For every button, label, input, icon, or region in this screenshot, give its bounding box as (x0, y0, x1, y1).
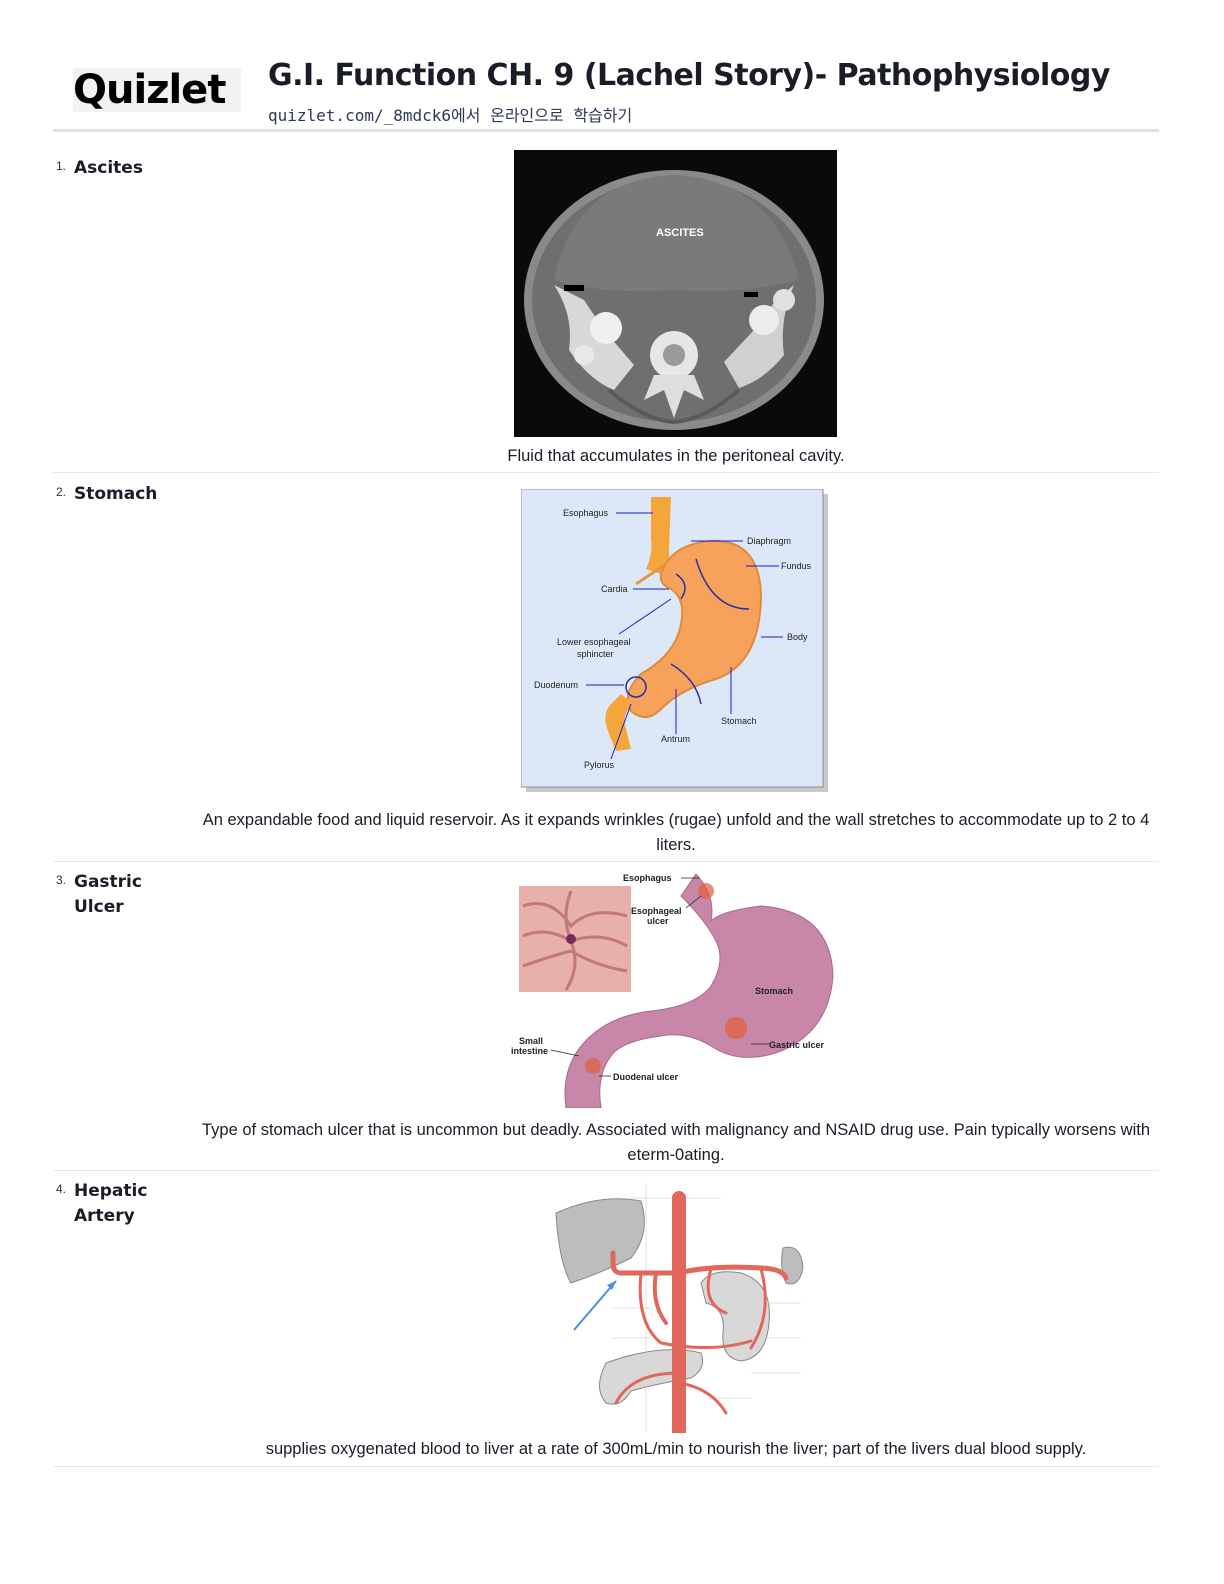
flashcard-stomach: 2. Stomach (53, 474, 1159, 862)
set-url-link[interactable]: quizlet.com/_8mdck6에서 온라인으로 학습하기 (268, 106, 633, 125)
card-number: 4. (56, 1182, 67, 1196)
stomach-anatomy-diagram: Esophagus Diaphragm Fundus Cardia Lower … (520, 488, 831, 795)
label-les-line2: sphincter (577, 649, 614, 659)
label-pylorus: Pylorus (584, 760, 615, 770)
label-stomach: Stomach (755, 986, 793, 996)
page-header: Quizlet G.I. Function CH. 9 (Lachel Stor… (0, 0, 1224, 140)
card-term: Ascites (74, 158, 143, 178)
label-esophageal-ulcer-line1: Esophageal (631, 906, 682, 916)
gastric-ulcer-illustration: Esophagus Esophageal ulcer Stomach Gastr… (511, 866, 841, 1109)
label-duodenum: Duodenum (534, 680, 578, 690)
label-esophagus: Esophagus (623, 873, 672, 883)
card-term: Hepatic Artery (74, 1181, 148, 1226)
label-antrum: Antrum (661, 734, 690, 744)
card-number: 2. (56, 485, 67, 499)
ascites-ct-image: ASCITES (514, 150, 837, 437)
card-definition: supplies oxygenated blood to liver at a … (265, 1440, 1087, 1458)
label-les-line1: Lower esophageal (557, 637, 631, 647)
label-esophageal-ulcer-line2: ulcer (647, 916, 669, 926)
card-term: Stomach (74, 484, 158, 504)
card-definition: Type of stomach ulcer that is uncommon b… (202, 1121, 1150, 1164)
label-esophagus: Esophagus (563, 508, 609, 518)
label-gastric-ulcer: Gastric ulcer (769, 1040, 825, 1050)
label-small-intestine-line2: intestine (511, 1046, 548, 1056)
label-stomach: Stomach (721, 716, 757, 726)
label-duodenal-ulcer: Duodenal ulcer (613, 1072, 679, 1082)
card-number: 1. (56, 159, 67, 173)
flashcard-ascites: 1. Ascites ASCITES Fluid that accumulate… (53, 148, 1159, 473)
flashcard-hepatic-artery: 4. Hepatic Artery (53, 1171, 1159, 1467)
set-title: G.I. Function CH. 9 (Lachel Story)- Path… (268, 58, 1110, 93)
flashcard-gastric-ulcer: 3. Gastric Ulcer Es (53, 862, 1159, 1171)
card-definition: An expandable food and liquid reservoir.… (202, 811, 1150, 854)
label-small-intestine-line1: Small (519, 1036, 543, 1046)
card-number: 3. (56, 873, 67, 887)
header-divider (53, 129, 1159, 132)
label-body: Body (787, 632, 808, 642)
card-definition: Fluid that accumulates in the peritoneal… (507, 447, 845, 465)
label-diaphragm: Diaphragm (747, 536, 791, 546)
card-term: Gastric Ulcer (74, 872, 142, 917)
label-fundus: Fundus (781, 561, 812, 571)
ascites-image-label: ASCITES (656, 227, 704, 239)
label-cardia: Cardia (601, 584, 628, 594)
quizlet-logo[interactable]: Quizlet (73, 68, 241, 112)
hepatic-artery-diagram (511, 1173, 811, 1440)
